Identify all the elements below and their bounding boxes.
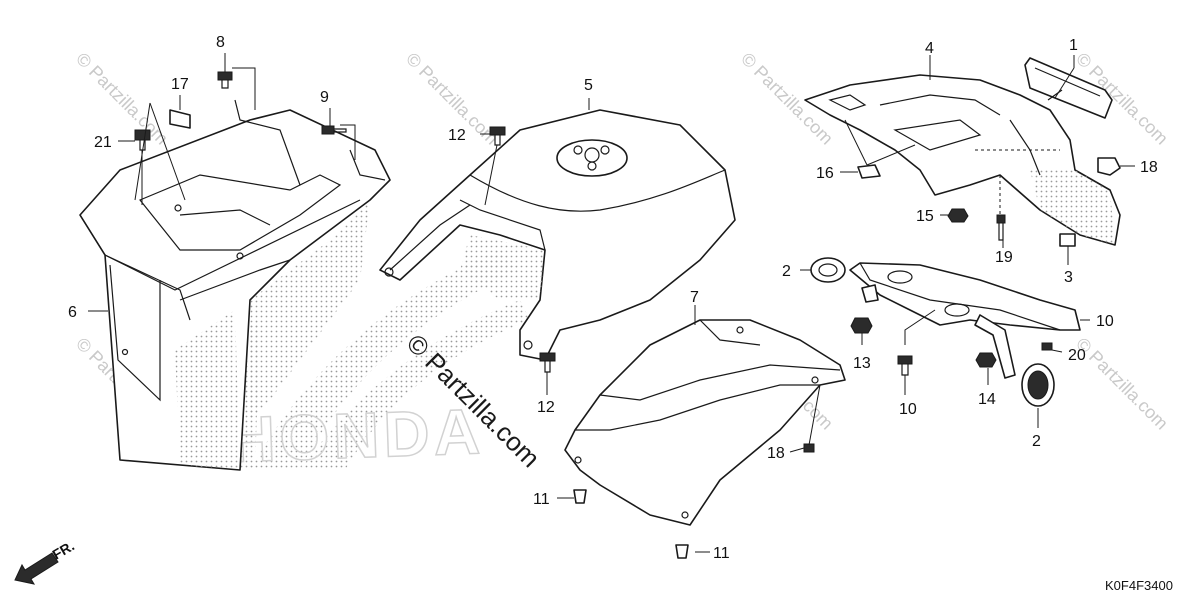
leader-lines xyxy=(88,53,1135,553)
callout-7[interactable]: 7 xyxy=(690,289,699,306)
fasteners-right xyxy=(857,157,1121,247)
rivet-11a xyxy=(573,489,587,504)
callout-10b[interactable]: 9 xyxy=(320,89,329,106)
nut-14 xyxy=(947,208,969,223)
callout-17[interactable]: 18 xyxy=(1140,159,1158,176)
bolt-9 xyxy=(897,355,913,365)
callout-9[interactable]: 10 xyxy=(899,401,917,418)
inner-fender-6 xyxy=(79,99,391,471)
callout-12b[interactable]: 12 xyxy=(537,399,555,416)
nut-3 xyxy=(1059,233,1076,247)
callout-2b[interactable]: 2 xyxy=(1032,433,1041,450)
callout-3[interactable]: 3 xyxy=(1064,269,1073,286)
screw-18 xyxy=(803,443,815,453)
callout-13a[interactable]: 13 xyxy=(853,355,871,372)
screw-20 xyxy=(1041,342,1053,351)
splash-guard-7 xyxy=(564,319,846,526)
callout-11b[interactable]: 11 xyxy=(713,545,730,562)
callout-10a[interactable]: 8 xyxy=(216,34,225,51)
stay-8 xyxy=(849,262,1081,379)
reflector-1 xyxy=(1024,57,1113,119)
callout-12a[interactable]: 12 xyxy=(448,127,466,144)
callout-4[interactable]: 4 xyxy=(925,40,934,57)
callout-18[interactable]: 18 xyxy=(767,445,785,462)
fasteners-left xyxy=(134,71,347,151)
fasteners-bottom xyxy=(573,443,815,559)
callout-20[interactable]: 20 xyxy=(1068,347,1086,364)
callout-2a[interactable]: 2 xyxy=(782,263,791,280)
watermark-7: © Partzilla.com xyxy=(1072,334,1172,434)
screw-12a xyxy=(489,126,506,136)
rear-fender-5 xyxy=(379,109,736,361)
bolt-10b xyxy=(321,125,335,135)
diagram-code: K0F4F3400 xyxy=(1105,578,1173,593)
clip-16 xyxy=(169,109,191,129)
callout-14[interactable]: 15 xyxy=(916,208,934,225)
callout-5[interactable]: 5 xyxy=(584,77,593,94)
fender-cap xyxy=(556,139,628,177)
screw-12b xyxy=(539,352,556,362)
grommet-2a xyxy=(810,257,846,283)
front-arrow: FR. xyxy=(14,537,77,585)
callout-1[interactable]: 1 xyxy=(1069,37,1078,54)
bolt-21 xyxy=(134,129,151,141)
clip-15 xyxy=(857,164,881,179)
bolt-10a xyxy=(217,71,233,81)
callout-8[interactable]: 10 xyxy=(1096,313,1114,330)
rivet-11b xyxy=(675,544,689,559)
callout-11a[interactable]: 11 xyxy=(533,491,550,508)
screw-19 xyxy=(996,214,1006,224)
tail-fender-4 xyxy=(804,74,1121,246)
callout-15[interactable]: 16 xyxy=(816,165,834,182)
callout-6[interactable]: 6 xyxy=(68,304,77,321)
callout-21[interactable]: 21 xyxy=(94,134,112,151)
callout-19[interactable]: 19 xyxy=(995,249,1013,266)
callouts: 8 17 9 21 6 12 5 12 7 11 11 18 4 1 16 15… xyxy=(68,34,1158,562)
nut-13a xyxy=(850,317,873,334)
grommet-17 xyxy=(1097,157,1121,176)
front-arrow-icon xyxy=(14,552,59,585)
honda-wordmark: HONDA xyxy=(228,395,485,476)
callout-13b[interactable]: 14 xyxy=(978,391,996,408)
nut-13b xyxy=(975,352,997,368)
watermark-1: © Partzilla.com xyxy=(72,49,172,149)
callout-16[interactable]: 17 xyxy=(171,76,189,93)
